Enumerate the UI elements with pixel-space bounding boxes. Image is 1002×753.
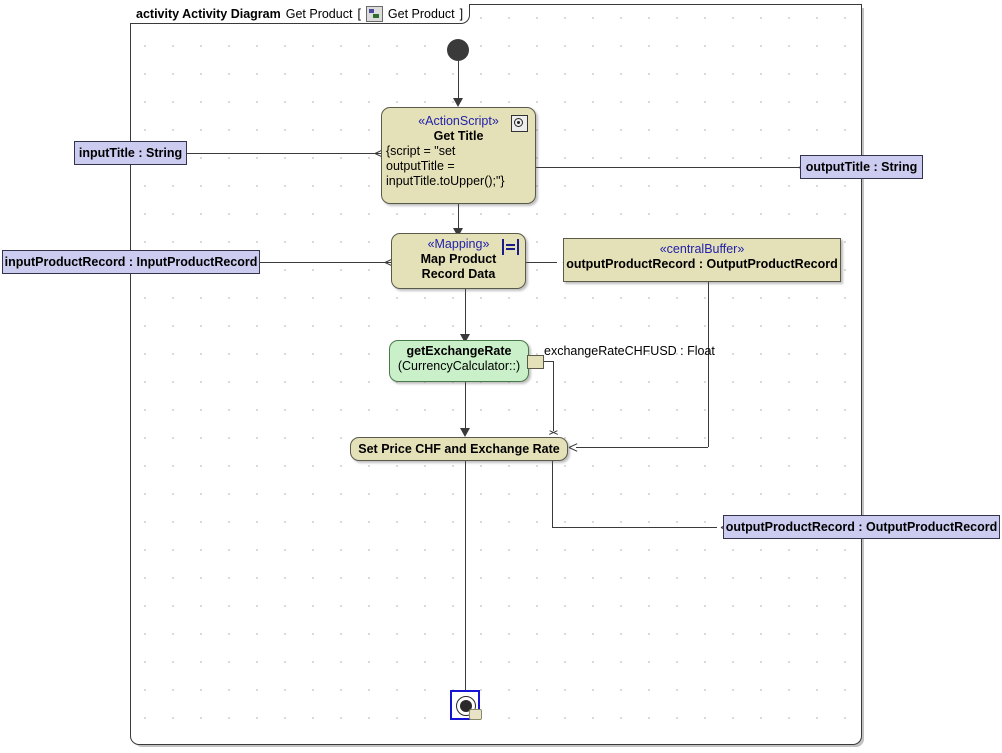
initial-node[interactable] — [447, 39, 469, 61]
map-product-name-line-2: Record Data — [421, 267, 496, 281]
action-get-title[interactable]: «ActionScript» Get Title {script = "set … — [381, 107, 536, 204]
final-node-circle — [456, 696, 476, 716]
parameter-output-title-label: outputTitle : String — [805, 160, 918, 174]
flow-input-title-to-get-title — [187, 153, 381, 154]
activity-final-node[interactable] — [450, 690, 482, 720]
script-icon — [511, 115, 528, 132]
parameter-input-product-record-label: inputProductRecord : InputProductRecord — [4, 255, 258, 269]
flow-arrowhead-set-price — [460, 428, 470, 437]
parameter-input-title[interactable]: inputTitle : String — [74, 141, 187, 165]
flow-arrowhead-central-buffer — [554, 258, 572, 267]
frame-title-bracket-open: [ — [357, 6, 361, 21]
activity-diagram-icon — [365, 5, 383, 22]
frame-title-keyword: activity Activity Diagram — [136, 6, 281, 21]
flow-set-price-to-output-product-record — [552, 527, 717, 528]
flow-get-exchange-rate-to-set-price — [465, 382, 466, 434]
get-title-stereotype: «ActionScript» — [418, 114, 499, 128]
get-exchange-rate-name: getExchangeRate — [406, 344, 512, 358]
parameter-input-product-record[interactable]: inputProductRecord : InputProductRecord — [2, 250, 260, 274]
get-title-body-line-1: {script = "set — [386, 144, 456, 158]
mapping-icon — [502, 239, 519, 255]
final-node-badge — [469, 709, 482, 720]
central-buffer-stereotype: «centralBuffer» — [659, 242, 745, 256]
central-buffer-name: outputProductRecord : OutputProductRecor… — [566, 257, 838, 271]
flow-get-title-to-output-title — [536, 167, 800, 168]
frame-title-bracket-close: ] — [459, 6, 464, 21]
get-title-name: Get Title — [433, 129, 484, 143]
flow-arrowhead-get-title — [453, 98, 463, 107]
action-get-exchange-rate[interactable]: getExchangeRate (CurrencyCalculator::) — [389, 340, 529, 382]
get-title-body-line-3: inputTitle.toUpper();"} — [386, 174, 505, 188]
flow-initial-to-get-title — [458, 61, 459, 102]
action-set-price-chf-and-exchange-rate[interactable]: Set Price CHF and Exchange Rate — [350, 437, 568, 461]
get-exchange-rate-behavior: (CurrencyCalculator::) — [397, 359, 521, 373]
get-title-body-line-2: outputTitle = — [386, 159, 455, 173]
flow-arrowhead-output-title — [790, 163, 808, 172]
flow-pin-to-set-price — [553, 361, 554, 431]
flow-map-product-to-central-buffer — [526, 262, 557, 263]
diagram-frame-top-border — [130, 4, 862, 5]
frame-title-qualified-name: Get Product — [387, 6, 455, 21]
flow-pin-stub — [542, 361, 554, 362]
flow-set-price-to-final — [465, 461, 466, 693]
flow-central-buffer-to-set-price — [576, 447, 708, 448]
flow-input-product-record-to-map-product — [260, 262, 391, 263]
flow-get-title-to-map-product — [458, 204, 459, 232]
flow-arrowhead-set-price-from-buffer — [568, 443, 578, 452]
flow-map-product-to-get-exchange-rate — [465, 289, 466, 341]
flow-set-price-down — [552, 461, 553, 527]
map-product-stereotype: «Mapping» — [427, 237, 490, 251]
diagram-frame-title[interactable]: activity Activity Diagram Get Product [ … — [130, 4, 471, 24]
parameter-output-product-record-label: outputProductRecord : OutputProductRecor… — [725, 520, 998, 534]
action-map-product-record-data[interactable]: «Mapping» Map Product Record Data — [391, 233, 526, 289]
output-pin-exchange-rate[interactable] — [527, 355, 544, 369]
parameter-output-product-record[interactable]: outputProductRecord : OutputProductRecor… — [723, 515, 1000, 539]
object-node-central-buffer[interactable]: «centralBuffer» outputProductRecord : Ou… — [563, 238, 841, 282]
flow-arrowhead-get-exchange-rate — [460, 334, 470, 343]
set-price-name: Set Price CHF and Exchange Rate — [358, 441, 560, 456]
parameter-output-title[interactable]: outputTitle : String — [800, 155, 923, 179]
parameter-input-title-label: inputTitle : String — [78, 146, 183, 160]
output-pin-exchange-rate-label: exchangeRateCHFUSD : Float — [544, 344, 715, 358]
flow-arrowhead-output-product-record — [712, 523, 730, 532]
frame-title-name: Get Product — [285, 6, 353, 21]
map-product-name-line-1: Map Product — [420, 252, 497, 266]
flow-central-buffer-down — [708, 282, 709, 447]
flow-arrowhead-map-product — [453, 228, 463, 237]
